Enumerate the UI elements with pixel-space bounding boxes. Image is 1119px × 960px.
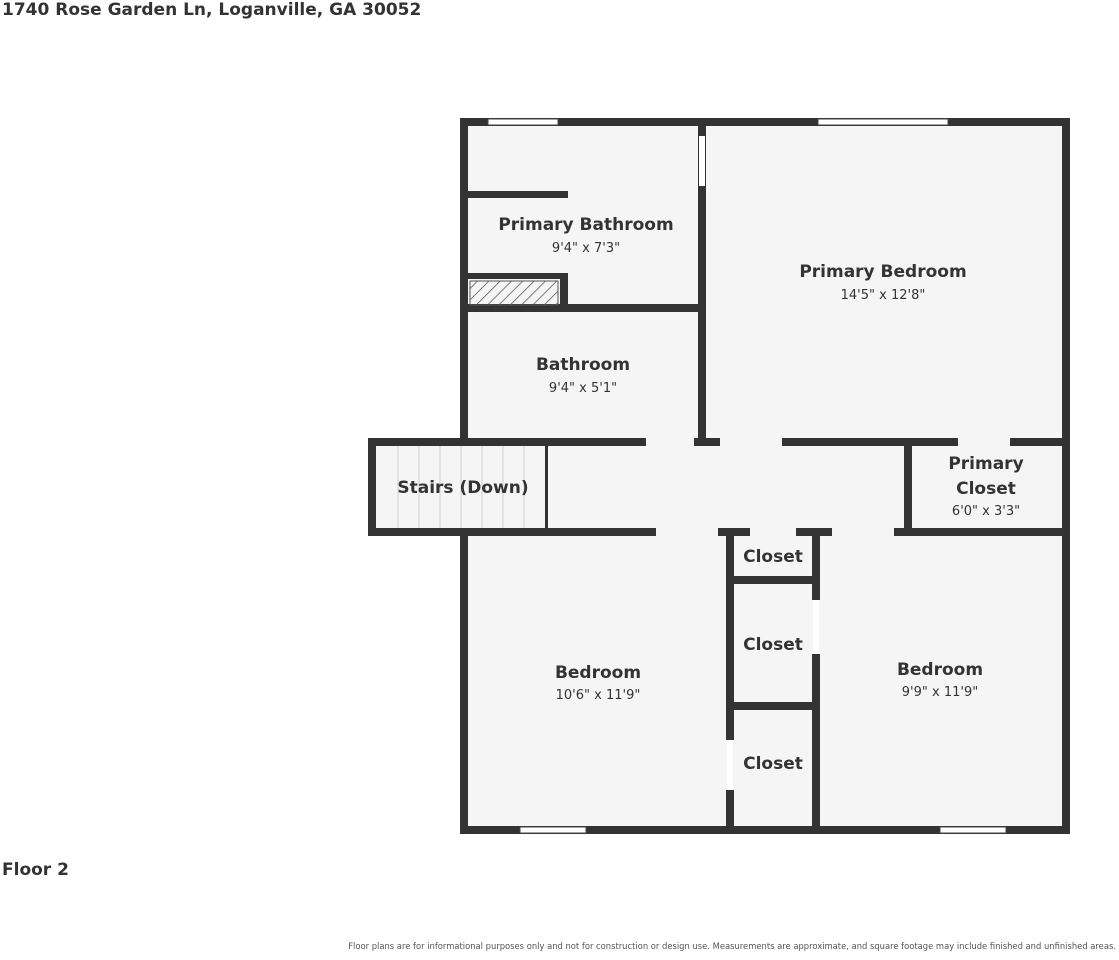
closet-middle-name: Closet <box>743 635 803 655</box>
bedroom-left-dims: 10'6" x 11'9" <box>556 688 641 703</box>
bedroom-right-name: Bedroom <box>897 660 983 680</box>
primary-closet-name-line1: Primary <box>948 454 1023 474</box>
bedroom-right-dims: 9'9" x 11'9" <box>902 685 978 700</box>
primary-bedroom-name: Primary Bedroom <box>799 262 966 282</box>
floor-label: Floor 2 <box>2 860 69 880</box>
stairs-name: Stairs (Down) <box>397 478 528 498</box>
floor-fill <box>372 122 1064 830</box>
bedroom-left-name: Bedroom <box>555 663 641 683</box>
disclaimer: Floor plans are for informational purpos… <box>348 941 1116 951</box>
primary-bathroom-dims: 9'4" x 7'3" <box>552 241 620 256</box>
closet-bottom-name: Closet <box>743 754 803 774</box>
door-gaps <box>699 136 819 790</box>
primary-bathroom-name: Primary Bathroom <box>498 215 673 235</box>
shaft-hatch <box>469 280 559 306</box>
primary-closet-name-line2: Closet <box>956 479 1016 499</box>
bathroom-dims: 9'4" x 5'1" <box>549 381 617 396</box>
primary-closet-dims: 6'0" x 3'3" <box>952 504 1020 519</box>
closet-top-name: Closet <box>743 547 803 567</box>
property-address: 1740 Rose Garden Ln, Loganville, GA 3005… <box>2 0 422 20</box>
walls <box>368 118 1070 834</box>
stair-treads <box>397 446 525 528</box>
bathroom-name: Bathroom <box>536 355 630 375</box>
primary-bedroom-dims: 14'5" x 12'8" <box>841 288 926 303</box>
openings <box>487 118 1007 834</box>
